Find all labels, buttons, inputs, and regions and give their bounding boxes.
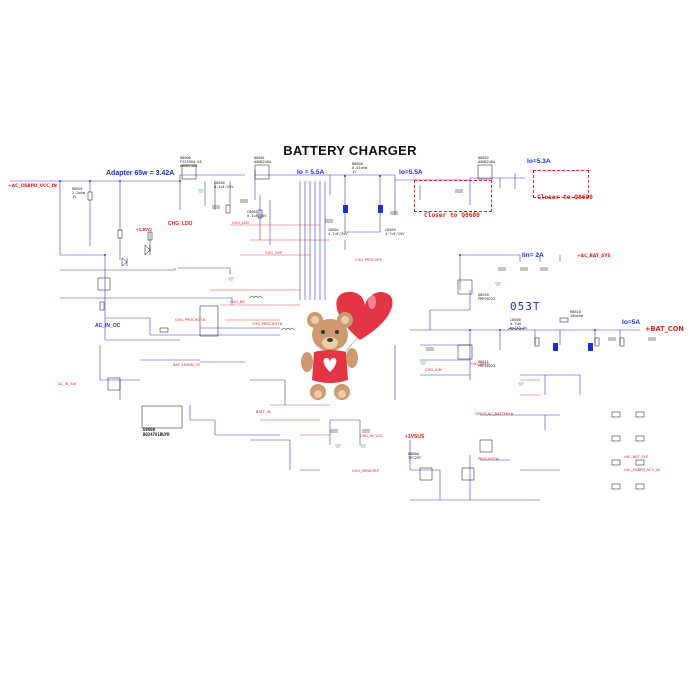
net-chg-procvr: CHG_PROCHOT# [252,322,283,326]
ic-part: BQ24781RUYR [143,432,170,437]
net-ac-in-sw: AC_IN_SW [58,382,77,386]
net-chg-ilim: CHG_ILIM [425,368,443,372]
part-label: C8602 [328,228,339,232]
net-chg-ovp: CHG_OVP [265,251,283,255]
part-desc: 4.7uF/25V [385,232,405,236]
net-chg-in-vcc: CHG_IN_VCC [360,434,383,438]
part-label: R8601 [72,187,83,191]
part-label: D8600 [408,452,419,456]
part-desc: 0.1uF/25V [247,214,267,218]
net-bat-learn: BAT_LEARN_OE [173,363,201,367]
net-chg-bg: CHG_BG [230,300,245,304]
part-label: R8600 [352,162,363,166]
part-desc: FSS3904 Q8 AON6246A [180,160,202,169]
part-desc: 4.7uF/25V [328,232,348,236]
ac-in-oc-label: AC_IN_OC [95,323,121,329]
part-desc: AON6246A [254,160,272,164]
power-net-bat-con: +BAT_CON [645,325,684,333]
net-chg-ldo: CHG_LDO [232,221,250,225]
part-label: L8600 [510,318,521,322]
net-ac-usbpd-left: +AC_USBPD_VCC_IN [623,468,660,472]
part-desc: 10mohm [570,314,583,318]
part-label: Q8610 [478,293,489,297]
power-net-ac-usbpd: +AC_USBPD_VCC_IN [8,184,57,189]
part-desc: 2.2ohm 1% [72,191,85,200]
placement-box-1 [414,180,492,212]
part-desc: AON6246A [478,160,496,164]
part-desc: 0.01ohm 1% [352,166,368,175]
v1-label: +1.8VO [136,227,152,232]
part-label: Q8601 [254,156,265,160]
net-prochot: PROCHOT# [478,457,499,461]
junction-dots [59,175,596,331]
io-annotation-4: Io=5A [622,319,641,326]
ground-symbols [198,189,524,448]
teddy-bear-heart-watermark [301,291,393,400]
net-chg-prochot-sw: CHG_PROCHOT# [175,318,206,322]
closer-label-2: Closer to Q8600 [537,194,593,201]
placement-box-2 [533,170,589,198]
net-ac-bat-sys-left: +AC_BAT_SYS [623,455,649,459]
wires [10,170,640,501]
part-label: C8603 [385,228,396,232]
part-label: Q8600 [180,156,191,160]
part-label: Q8602 [478,156,489,160]
part-desc: 4.7uH hulk3.0x [510,322,528,331]
part-label: C8601 [247,210,258,214]
code-annotation: 053T [510,300,541,313]
io-annotation-3: Io=5.3A [527,158,551,165]
part-desc: PMP20223 [478,297,496,301]
part-label: C8600 [214,181,225,185]
adapter-annotation: Adapter 65w = 3.42A [106,170,175,177]
ic-ref: U8600 [143,427,156,432]
net-gpios-ac-battery: GPIOS_AC_BATTERY# [475,412,514,416]
io-annotation-2: Io=5.5A [399,169,423,176]
net-chg-procvre: CHG_PROCVRE [355,258,383,262]
part-desc: 0.1uF/25V [214,185,234,189]
chg-ldo-label: CHG_LDO [168,221,193,227]
closer-label-1: Closer to Q8600 [424,212,480,219]
part-desc: TPC2RT [408,456,421,460]
page-title: BATTERY CHARGER [283,143,417,158]
components [87,164,656,490]
power-net-ac-bat-sys: +AC_BAT_SYS [577,254,611,259]
net-chg-vreg: CHG_VREG [470,362,490,366]
signal-lines [210,224,540,436]
iin-annotation: Iin= 2A [522,252,544,259]
net-batt-in: BATT_IN [256,410,271,414]
part-desc: PMP20223 [478,364,496,368]
part-label: R8610 [570,310,581,314]
bulk-capacitors [343,205,593,351]
io-annotation-1: Io = 5.5A [297,169,325,176]
net-chg-sensorp: CHG_SENSORP [352,469,379,473]
plus3vsus-label: +3VSUS [405,434,425,440]
part-label: Q8611 [478,360,489,364]
